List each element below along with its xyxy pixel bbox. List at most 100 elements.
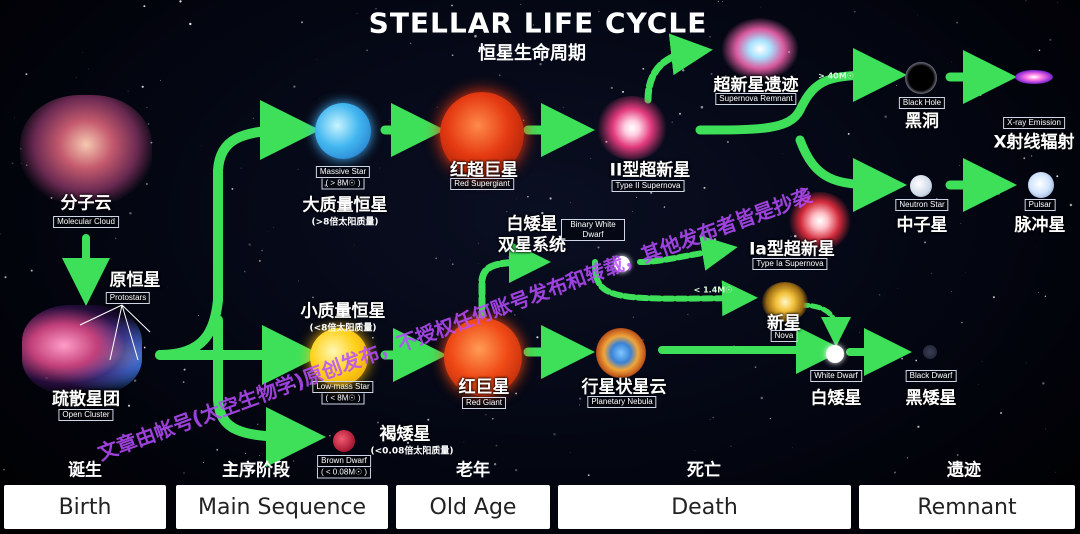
- background-star: [760, 396, 764, 400]
- background-star: [127, 404, 131, 407]
- background-star: [767, 323, 768, 324]
- background-star: [273, 227, 275, 228]
- pulsar-image: [1028, 172, 1054, 198]
- background-star: [312, 296, 314, 299]
- background-star: [200, 410, 203, 412]
- background-star: [141, 85, 144, 88]
- background-star: [597, 246, 600, 249]
- background-star: [143, 5, 146, 8]
- background-star: [541, 211, 544, 215]
- stage-birth-cn: 诞生: [68, 460, 102, 481]
- stage-birth: Birth: [4, 485, 166, 529]
- background-star: [536, 336, 539, 339]
- black-hole-image: [905, 62, 937, 94]
- background-star: [245, 452, 247, 455]
- red-giant-image: [444, 318, 522, 396]
- background-star: [532, 24, 535, 26]
- background-star: [590, 158, 592, 159]
- brown-dwarf-en-note: ( < 0.08M☉ ): [316, 467, 372, 479]
- background-star: [658, 184, 660, 185]
- background-star: [694, 450, 696, 452]
- background-star: [915, 359, 918, 362]
- background-star: [4, 276, 7, 279]
- background-star: [372, 336, 374, 339]
- low-mass-star-note: (<8倍太阳质量): [309, 323, 377, 334]
- background-star: [473, 180, 476, 182]
- red-supergiant-cn: 红超巨星: [450, 160, 518, 181]
- background-star: [678, 112, 682, 115]
- molecular-cloud-cn: 分子云: [60, 193, 112, 214]
- background-star: [376, 421, 380, 424]
- background-star: [847, 132, 850, 135]
- supernova-remnant-en: Supernova Remnant: [715, 93, 797, 105]
- background-star: [600, 271, 602, 273]
- background-star: [473, 401, 475, 404]
- black-dwarf-image: [923, 345, 937, 359]
- background-star: [859, 332, 861, 333]
- background-star: [730, 445, 732, 447]
- background-star: [379, 167, 381, 169]
- background-star: [703, 186, 706, 189]
- stage-remnant: Remnant: [859, 485, 1075, 529]
- background-star: [1024, 144, 1027, 147]
- background-star: [110, 216, 113, 219]
- type2-supernova-cn: II型超新星: [609, 160, 691, 181]
- low-mass-star-en-note: ( < 8M☉ ): [321, 393, 365, 405]
- stage-old-age: Old Age: [396, 485, 550, 529]
- background-star: [923, 241, 927, 244]
- background-star: [485, 414, 487, 416]
- background-star: [356, 12, 358, 14]
- low-mass-star-image: [310, 328, 368, 386]
- neutron-star-image: [910, 175, 932, 197]
- planetary-nebula-image: [596, 328, 646, 378]
- background-star: [243, 270, 246, 273]
- background-star: [181, 17, 183, 19]
- background-star: [293, 85, 296, 88]
- background-star: [941, 394, 943, 396]
- background-star: [642, 67, 645, 70]
- background-star: [252, 117, 255, 119]
- background-star: [598, 11, 600, 13]
- background-star: [1069, 203, 1073, 207]
- background-star: [261, 249, 263, 252]
- background-star: [515, 392, 517, 395]
- background-star: [143, 346, 146, 349]
- background-star: [680, 177, 682, 179]
- binary-cn-1: 白矮星: [506, 214, 558, 235]
- background-star: [663, 206, 666, 208]
- supernova-remnant-image: [722, 18, 798, 80]
- pulsar-en: Pulsar: [1024, 199, 1056, 211]
- type2-supernova-en: Type II Supernova: [611, 180, 685, 192]
- background-star: [791, 76, 792, 78]
- type1a-supernova-image: [788, 192, 852, 250]
- background-star: [709, 419, 711, 420]
- neutron-star-en: Neutron Star: [895, 199, 949, 211]
- background-star: [906, 457, 909, 459]
- background-star: [451, 54, 454, 57]
- background-star: [495, 444, 498, 447]
- background-star: [298, 280, 299, 282]
- white-dwarf-image: [826, 345, 844, 363]
- red-giant-en: Red Giant: [461, 397, 507, 409]
- background-star: [258, 259, 261, 262]
- background-star: [451, 263, 454, 266]
- background-star: [83, 422, 84, 424]
- background-star: [960, 222, 962, 224]
- background-star: [81, 52, 83, 53]
- background-star: [11, 162, 14, 165]
- protostar-cn: 原恒星: [109, 270, 161, 291]
- background-star: [1052, 84, 1053, 86]
- stage-main-sequence-cn: 主序阶段: [222, 460, 290, 481]
- type1a-supernova-cn: Ia型超新星: [749, 239, 835, 260]
- background-star: [520, 4, 522, 5]
- background-star: [950, 61, 952, 63]
- background-star: [506, 210, 508, 213]
- protostar-en: Protostars: [105, 292, 151, 304]
- background-star: [256, 423, 259, 426]
- background-star: [1044, 295, 1047, 298]
- title-english: STELLAR LIFE CYCLE: [368, 6, 708, 40]
- background-star: [790, 235, 792, 237]
- type1a-supernova-en: Type Ia Supernova: [752, 258, 828, 270]
